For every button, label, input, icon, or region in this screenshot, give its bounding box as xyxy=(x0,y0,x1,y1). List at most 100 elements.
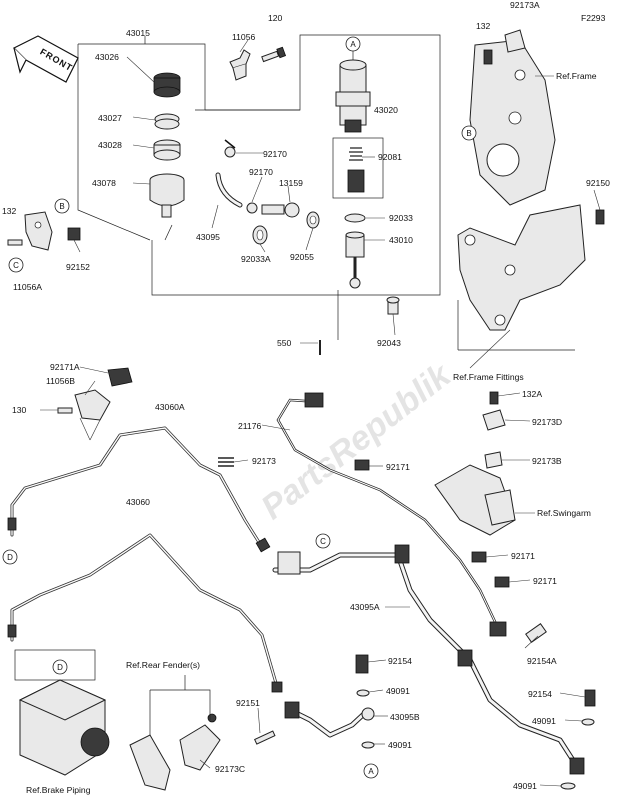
callout-d-left: D xyxy=(2,549,18,565)
label-92154-b: 92154 xyxy=(528,689,552,699)
swingarm-plate xyxy=(434,464,516,536)
reservoir-diaphragm xyxy=(153,139,181,161)
bolt-92150 xyxy=(595,209,605,225)
master-cylinder-group-bracket xyxy=(151,34,441,296)
ref-frame-fittings: Ref.Frame Fittings xyxy=(453,372,524,382)
label-49091-a: 49091 xyxy=(386,686,410,696)
piston-kit-box xyxy=(332,137,384,199)
label-130: 130 xyxy=(12,405,27,415)
clip-92173d xyxy=(482,409,506,431)
bracket-11056b xyxy=(74,389,111,421)
label-43095: 43095 xyxy=(196,232,220,242)
label-11056: 11056 xyxy=(232,32,255,42)
brake-hose-43095b xyxy=(284,701,375,738)
label-11056b: 11056B xyxy=(46,376,75,386)
label-92154: 92154 xyxy=(388,656,412,666)
figure-code: F2293 xyxy=(581,13,606,23)
callout-c-mid: C xyxy=(315,533,331,549)
piston-kit-92081 xyxy=(347,147,365,193)
svg-text:D: D xyxy=(57,663,63,672)
label-43027: 43027 xyxy=(98,113,122,123)
svg-text:B: B xyxy=(466,129,471,138)
hose-clamp-upper xyxy=(224,139,236,158)
push-rod-43010 xyxy=(345,231,365,289)
ref-frame: Ref.Frame xyxy=(556,71,597,81)
bolt-130 xyxy=(57,407,73,414)
label-92151: 92151 xyxy=(236,698,260,708)
hose-clamp-lower xyxy=(246,202,258,214)
reservoir-mount-bracket xyxy=(229,49,251,81)
cotter-pin-550 xyxy=(319,290,339,355)
callout-b-frame: B xyxy=(461,125,477,141)
circlip-92033 xyxy=(344,213,366,223)
label-49091-c: 49091 xyxy=(532,716,556,726)
leader-lines xyxy=(40,39,601,787)
footrest-bracket xyxy=(457,204,586,351)
bracket-92173a xyxy=(504,29,526,53)
svg-text:D: D xyxy=(7,553,13,562)
watermark-text: PartsRepublik xyxy=(254,355,459,527)
label-132a: 132A xyxy=(522,389,542,399)
label-92173d: 92173D xyxy=(532,417,562,427)
reservoir-tank xyxy=(149,173,185,241)
label-550: 550 xyxy=(277,338,292,348)
label-92055: 92055 xyxy=(290,252,314,262)
ref-swingarm: Ref.Swingarm xyxy=(537,508,591,518)
reservoir-hose xyxy=(215,172,243,208)
label-92173b: 92173B xyxy=(532,456,562,466)
label-92171-c: 92171 xyxy=(533,576,557,586)
clip-92173 xyxy=(218,457,234,467)
label-92043: 92043 xyxy=(377,338,401,348)
brake-hose-43095a xyxy=(272,544,585,775)
label-120: 120 xyxy=(268,13,283,23)
banjo-bolt-92154 xyxy=(355,654,369,674)
callout-a-bottom: A xyxy=(363,763,379,779)
label-43020: 43020 xyxy=(374,105,398,115)
clip-92173b xyxy=(484,451,503,469)
label-43028: 43028 xyxy=(98,140,122,150)
o-ring-92055 xyxy=(306,211,320,229)
label-21176: 21176 xyxy=(238,421,261,431)
callout-d-abs: D xyxy=(52,659,68,675)
washer-49091-a xyxy=(356,689,370,697)
label-92033: 92033 xyxy=(389,213,413,223)
label-43095a: 43095A xyxy=(350,602,380,612)
bolt-132-frame xyxy=(483,49,493,65)
callout-b-left: B xyxy=(54,198,70,214)
bolt-92151 xyxy=(254,730,276,745)
label-13159: 13159 xyxy=(279,178,303,188)
label-132-frame: 132 xyxy=(476,21,491,31)
label-43015: 43015 xyxy=(126,28,150,38)
bracket-11056a xyxy=(24,211,53,251)
clamp-92171a xyxy=(107,367,133,387)
label-132-left: 132 xyxy=(2,206,17,216)
label-92171a: 92171A xyxy=(50,362,80,372)
label-92033a: 92033A xyxy=(241,254,271,264)
label-92173a: 92173A xyxy=(510,0,540,10)
svg-text:A: A xyxy=(350,40,356,49)
sensor-wire-21176 xyxy=(276,392,507,637)
joint-pin-92043 xyxy=(386,296,400,315)
svg-text:C: C xyxy=(320,537,326,546)
label-92154a: 92154A xyxy=(527,656,557,666)
callout-a-top: A xyxy=(345,36,361,52)
label-92170-b: 92170 xyxy=(249,167,273,177)
rear-fender-bracket xyxy=(129,675,221,791)
bolt-132-left xyxy=(7,239,23,246)
bolt-120 xyxy=(261,46,287,63)
label-43026: 43026 xyxy=(95,52,119,62)
grommet-92171-a xyxy=(354,459,370,471)
front-direction-arrow: FRONT xyxy=(12,35,79,83)
label-92150: 92150 xyxy=(586,178,610,188)
label-43078: 43078 xyxy=(92,178,116,188)
reservoir-group-bracket xyxy=(77,36,206,241)
label-43095b: 43095B xyxy=(390,712,420,722)
washer-49091-b xyxy=(361,741,375,749)
label-11056a: 11056A xyxy=(13,282,42,292)
banjo-bolt-92154b xyxy=(584,689,596,707)
svg-text:C: C xyxy=(13,261,19,270)
label-43060a: 43060A xyxy=(155,402,185,412)
reference-labels: Ref.Frame Ref.Frame Fittings Ref.Swingar… xyxy=(26,71,597,795)
